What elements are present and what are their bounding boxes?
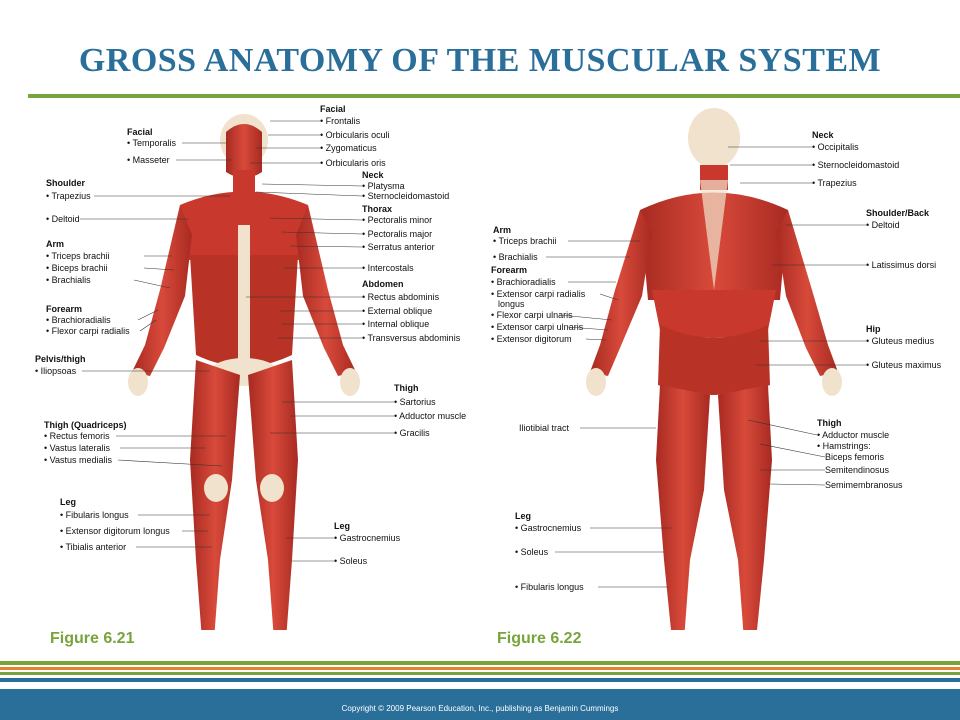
label-back-semitendinosus: Semitendinosus (825, 465, 890, 475)
back-body-figure (586, 108, 842, 630)
label-internal-oblique: • Internal oblique (362, 319, 429, 329)
label-vastus-medialis: • Vastus medialis (44, 455, 113, 465)
label-group-forearm: Forearm (46, 304, 82, 314)
front-right-labels: Facial • Frontalis • Orbicularis oculi •… (320, 104, 466, 566)
label-group-facial-right: Facial (320, 104, 346, 114)
footer-stripe-green-2 (0, 672, 960, 675)
label-iliopsoas: • Iliopsoas (35, 366, 77, 376)
label-orbicularis-oris: • Orbicularis oris (320, 158, 386, 168)
copyright-text: Copyright © 2009 Pearson Education, Inc.… (341, 704, 619, 713)
label-back-trapezius: • Trapezius (812, 178, 857, 188)
label-triceps: • Triceps brachii (46, 251, 110, 261)
label-brachialis: • Brachialis (46, 275, 91, 285)
label-group-leg: Leg (60, 497, 76, 507)
label-gastrocnemius: • Gastrocnemius (334, 533, 401, 543)
footer-stripe-orange (0, 667, 960, 670)
label-group-pelvis: Pelvis/thigh (35, 354, 86, 364)
label-back-iliotibial-tract: Iliotibial tract (519, 423, 570, 433)
label-transversus-abdominis: • Transversus abdominis (362, 333, 461, 343)
label-back-occipitalis: • Occipitalis (812, 142, 859, 152)
label-brachioradialis: • Brachioradialis (46, 315, 111, 325)
back-leader-lines (546, 146, 866, 588)
label-back-group-forearm: Forearm (491, 265, 527, 275)
figure-caption-back: Figure 6.22 (497, 630, 582, 647)
label-back-group-shoulder-back: Shoulder/Back (866, 208, 930, 218)
page-title: GROSS ANATOMY OF THE MUSCULAR SYSTEM (78, 42, 882, 79)
label-back-extensor-carpi-radialis-longus: longus (498, 299, 525, 309)
footer-stripe-green (0, 661, 960, 665)
label-back-hamstrings: • Hamstrings: (817, 441, 871, 451)
label-back-extensor-carpi-radialis: • Extensor carpi radialis (491, 289, 586, 299)
label-back-brachioradialis: • Brachioradialis (491, 277, 556, 287)
label-back-gastrocnemius: • Gastrocnemius (515, 523, 582, 533)
label-flexor-carpi-radialis: • Flexor carpi radialis (46, 326, 130, 336)
front-leader-lines (80, 120, 394, 562)
label-platysma: • Platysma (362, 181, 405, 191)
label-group-thigh: Thigh (394, 383, 419, 393)
figure-caption-front: Figure 6.21 (50, 630, 135, 647)
label-back-group-arm: Arm (493, 225, 511, 235)
label-group-neck: Neck (362, 170, 385, 180)
label-rectus-femoris: • Rectus femoris (44, 431, 110, 441)
label-back-group-hip: Hip (866, 324, 881, 334)
label-deltoid: • Deltoid (46, 214, 80, 224)
label-group-facial: Facial (127, 127, 153, 137)
label-vastus-lateralis: • Vastus lateralis (44, 443, 111, 453)
label-back-group-neck: Neck (812, 130, 835, 140)
label-back-sternocleidomastoid: • Sternocleidomastoid (812, 160, 899, 170)
label-back-triceps: • Triceps brachii (493, 236, 557, 246)
label-intercostals: • Intercostals (362, 263, 414, 273)
label-back-deltoid: • Deltoid (866, 220, 900, 230)
footer-bar (0, 689, 960, 720)
label-fibularis-longus: • Fibularis longus (60, 510, 129, 520)
label-tibialis-anterior: • Tibialis anterior (60, 542, 126, 552)
front-left-labels: Facial • Temporalis • Masseter Shoulder … (35, 127, 177, 552)
label-back-adductor-muscle: • Adductor muscle (817, 430, 889, 440)
muscular-system-diagram: Facial • Temporalis • Masseter Shoulder … (35, 104, 942, 630)
title-divider (28, 94, 960, 98)
label-back-fibularis-longus: • Fibularis longus (515, 582, 584, 592)
label-orbicularis-oculi: • Orbicularis oculi (320, 130, 390, 140)
label-pectoralis-minor: • Pectoralis minor (362, 215, 432, 225)
label-back-semimembranosus: Semimembranosus (825, 480, 903, 490)
label-group-shoulder: Shoulder (46, 178, 85, 188)
label-back-flexor-carpi-ulnaris: • Flexor carpi ulnaris (491, 310, 573, 320)
label-sternocleidomastoid: • Sternocleidomastoid (362, 191, 449, 201)
label-masseter: • Masseter (127, 155, 170, 165)
label-pectoralis-major: • Pectoralis major (362, 229, 432, 239)
label-adductor-muscle: • Adductor muscle (394, 411, 466, 421)
back-right-labels: Neck • Occipitalis • Sternocleidomastoid… (812, 130, 942, 490)
label-back-biceps-femoris: Biceps femoris (825, 452, 885, 462)
label-frontalis: • Frontalis (320, 116, 361, 126)
label-group-thigh-quadriceps: Thigh (Quadriceps) (44, 420, 127, 430)
label-serratus-anterior: • Serratus anterior (362, 242, 435, 252)
label-back-soleus: • Soleus (515, 547, 549, 557)
label-back-group-thigh: Thigh (817, 418, 842, 428)
label-sartorius: • Sartorius (394, 397, 436, 407)
label-biceps: • Biceps brachii (46, 263, 108, 273)
label-trapezius: • Trapezius (46, 191, 91, 201)
front-body-figure (128, 114, 360, 630)
label-group-arm: Arm (46, 239, 64, 249)
label-back-group-leg: Leg (515, 511, 531, 521)
label-back-gluteus-maximus: • Gluteus maximus (866, 360, 942, 370)
label-back-extensor-carpi-ulnaris: • Extensor carpi ulnaris (491, 322, 584, 332)
label-gracilis: • Gracilis (394, 428, 430, 438)
label-temporalis: • Temporalis (127, 138, 177, 148)
label-zygomaticus: • Zygomaticus (320, 143, 377, 153)
label-extensor-digitorum-longus: • Extensor digitorum longus (60, 526, 170, 536)
back-left-labels: Arm • Triceps brachii • Brachialis Forea… (491, 225, 586, 592)
label-soleus: • Soleus (334, 556, 368, 566)
label-back-gluteus-medius: • Gluteus medius (866, 336, 935, 346)
label-group-thorax: Thorax (362, 204, 392, 214)
label-back-latissimus-dorsi: • Latissimus dorsi (866, 260, 936, 270)
label-back-extensor-digitorum: • Extensor digitorum (491, 334, 572, 344)
label-external-oblique: • External oblique (362, 306, 432, 316)
label-group-leg-right: Leg (334, 521, 350, 531)
label-back-brachialis: • Brachialis (493, 252, 538, 262)
label-group-abdomen: Abdomen (362, 279, 404, 289)
label-rectus-abdominis: • Rectus abdominis (362, 292, 440, 302)
footer-stripe-blue (0, 678, 960, 682)
